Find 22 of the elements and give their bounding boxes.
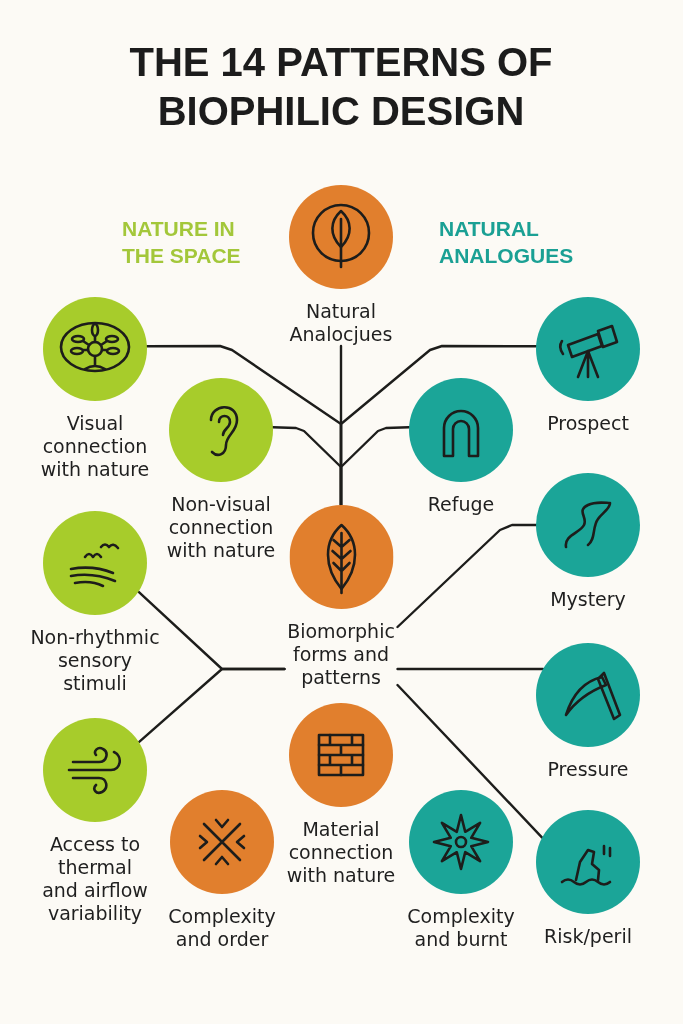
connector-line: [396, 683, 544, 839]
pattern-label: Prospect: [547, 412, 629, 435]
section-heading: NATURAL ANALOGUES: [439, 216, 575, 269]
connector-line: [396, 667, 545, 671]
connector-line: [339, 426, 411, 507]
pattern-label: Visual connection with nature: [39, 412, 151, 481]
pattern-label: Non-visual connection with nature: [165, 493, 277, 562]
pattern-label: Biomorphic forms and patterns: [286, 620, 396, 689]
pattern-label: Natural Analocjues: [288, 300, 394, 346]
pattern-label: Complexity and burnt: [406, 905, 516, 951]
connector-line: [396, 523, 538, 629]
pattern-label: Non-rhythmic sensory stimuli: [29, 626, 161, 695]
pattern-label: Refuge: [427, 493, 495, 516]
pattern-label: Access to thermal and airflow variability: [41, 833, 149, 925]
pattern-label: Risk/peril: [544, 925, 632, 948]
section-heading: NATURE IN THE SPACE: [122, 216, 242, 269]
pattern-label: Material connection with nature: [285, 818, 397, 887]
title: THE 14 PATTERNS OF BIOPHILIC DESIGN: [128, 39, 554, 135]
connector-line: [137, 667, 286, 744]
pattern-label: Mystery: [550, 588, 626, 611]
pattern-label: Complexity and order: [167, 905, 277, 951]
pattern-label: Pressure: [547, 758, 629, 781]
